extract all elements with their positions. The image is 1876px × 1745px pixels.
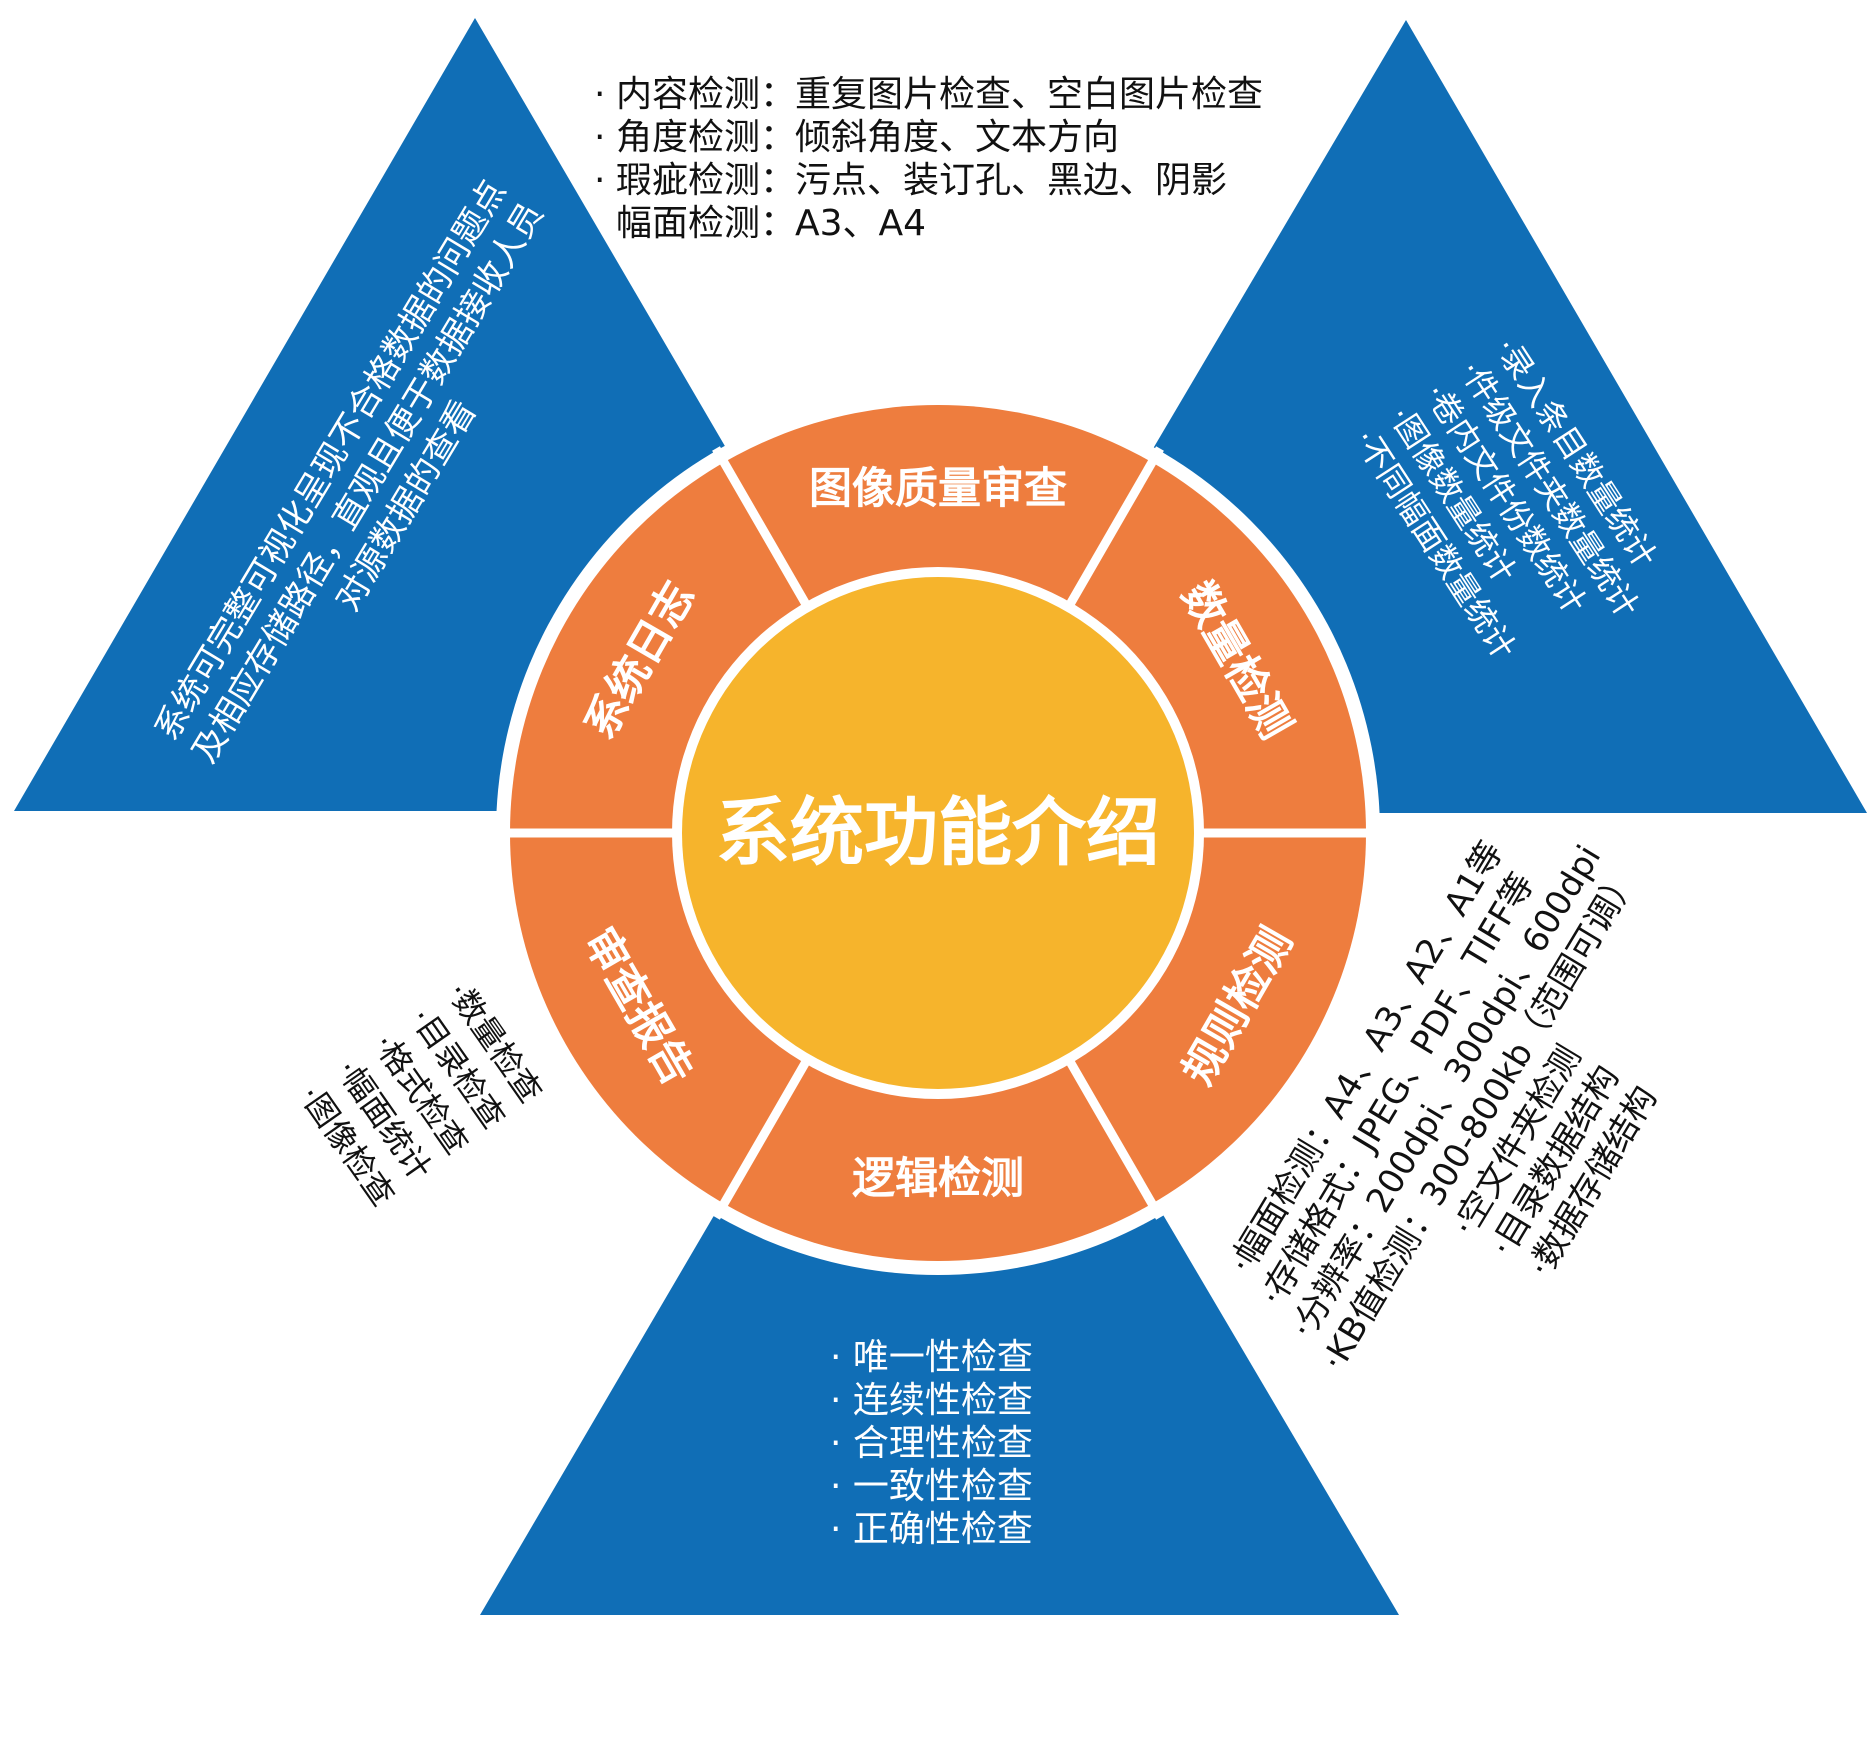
detail-value: 重复图片检查、空白图片检查 [795, 74, 1263, 115]
detail-line: · 连续性检查 [830, 1380, 1033, 1421]
detail-line: · 正确性检查 [830, 1509, 1033, 1550]
ring-divider [1065, 446, 1164, 609]
detail-label: 角度检测： [616, 117, 796, 158]
report-details: ·数量检查 ·目录检查 ·格式检查 ·幅面统计 ·图像检查 [292, 975, 550, 1213]
detail-value: 污点、装订孔、黑边、阴影 [795, 160, 1227, 201]
bullet: · [594, 160, 605, 201]
detail-line: · 一致性检查 [830, 1466, 1033, 1507]
detail-line: · 瑕疵检测： 污点、装订孔、黑边、阴影 [594, 160, 1227, 201]
detail-line: · 角度检测： 倾斜角度、文本方向 [594, 117, 1119, 158]
logic-details: · 唯一性检查 · 连续性检查 · 合理性检查 · 一致性检查 · 正确性检查 [830, 1337, 1033, 1550]
ring-divider [712, 446, 811, 609]
detail-label: 内容检测： [616, 74, 796, 115]
bullet: · [594, 117, 605, 158]
center-circle [682, 577, 1194, 1089]
segment-logic-check: 逻辑检测 [852, 1154, 1024, 1204]
ring-dividers [494, 446, 1382, 1220]
image-quality-details: · 内容检测： 重复图片检查、空白图片检查 · 角度检测： 倾斜角度、文本方向 … [594, 74, 1263, 244]
center-title: 系统功能介绍 [716, 790, 1160, 876]
ring-divider [712, 1057, 811, 1220]
detail-line: 幅面检测： A3、A4 [616, 203, 926, 244]
detail-label: 幅面检测： [616, 203, 796, 244]
detail-line: · 合理性检查 [830, 1423, 1033, 1464]
segment-image-quality: 图像质量审查 [809, 464, 1067, 514]
detail-line: · 唯一性检查 [830, 1337, 1033, 1378]
bullet: · [594, 74, 605, 115]
ring-divider [1065, 1057, 1164, 1220]
detail-label: 瑕疵检测： [616, 160, 796, 201]
detail-line: · 内容检测： 重复图片检查、空白图片检查 [594, 74, 1263, 115]
detail-value: 倾斜角度、文本方向 [795, 117, 1119, 158]
detail-value: A3、A4 [795, 203, 926, 244]
